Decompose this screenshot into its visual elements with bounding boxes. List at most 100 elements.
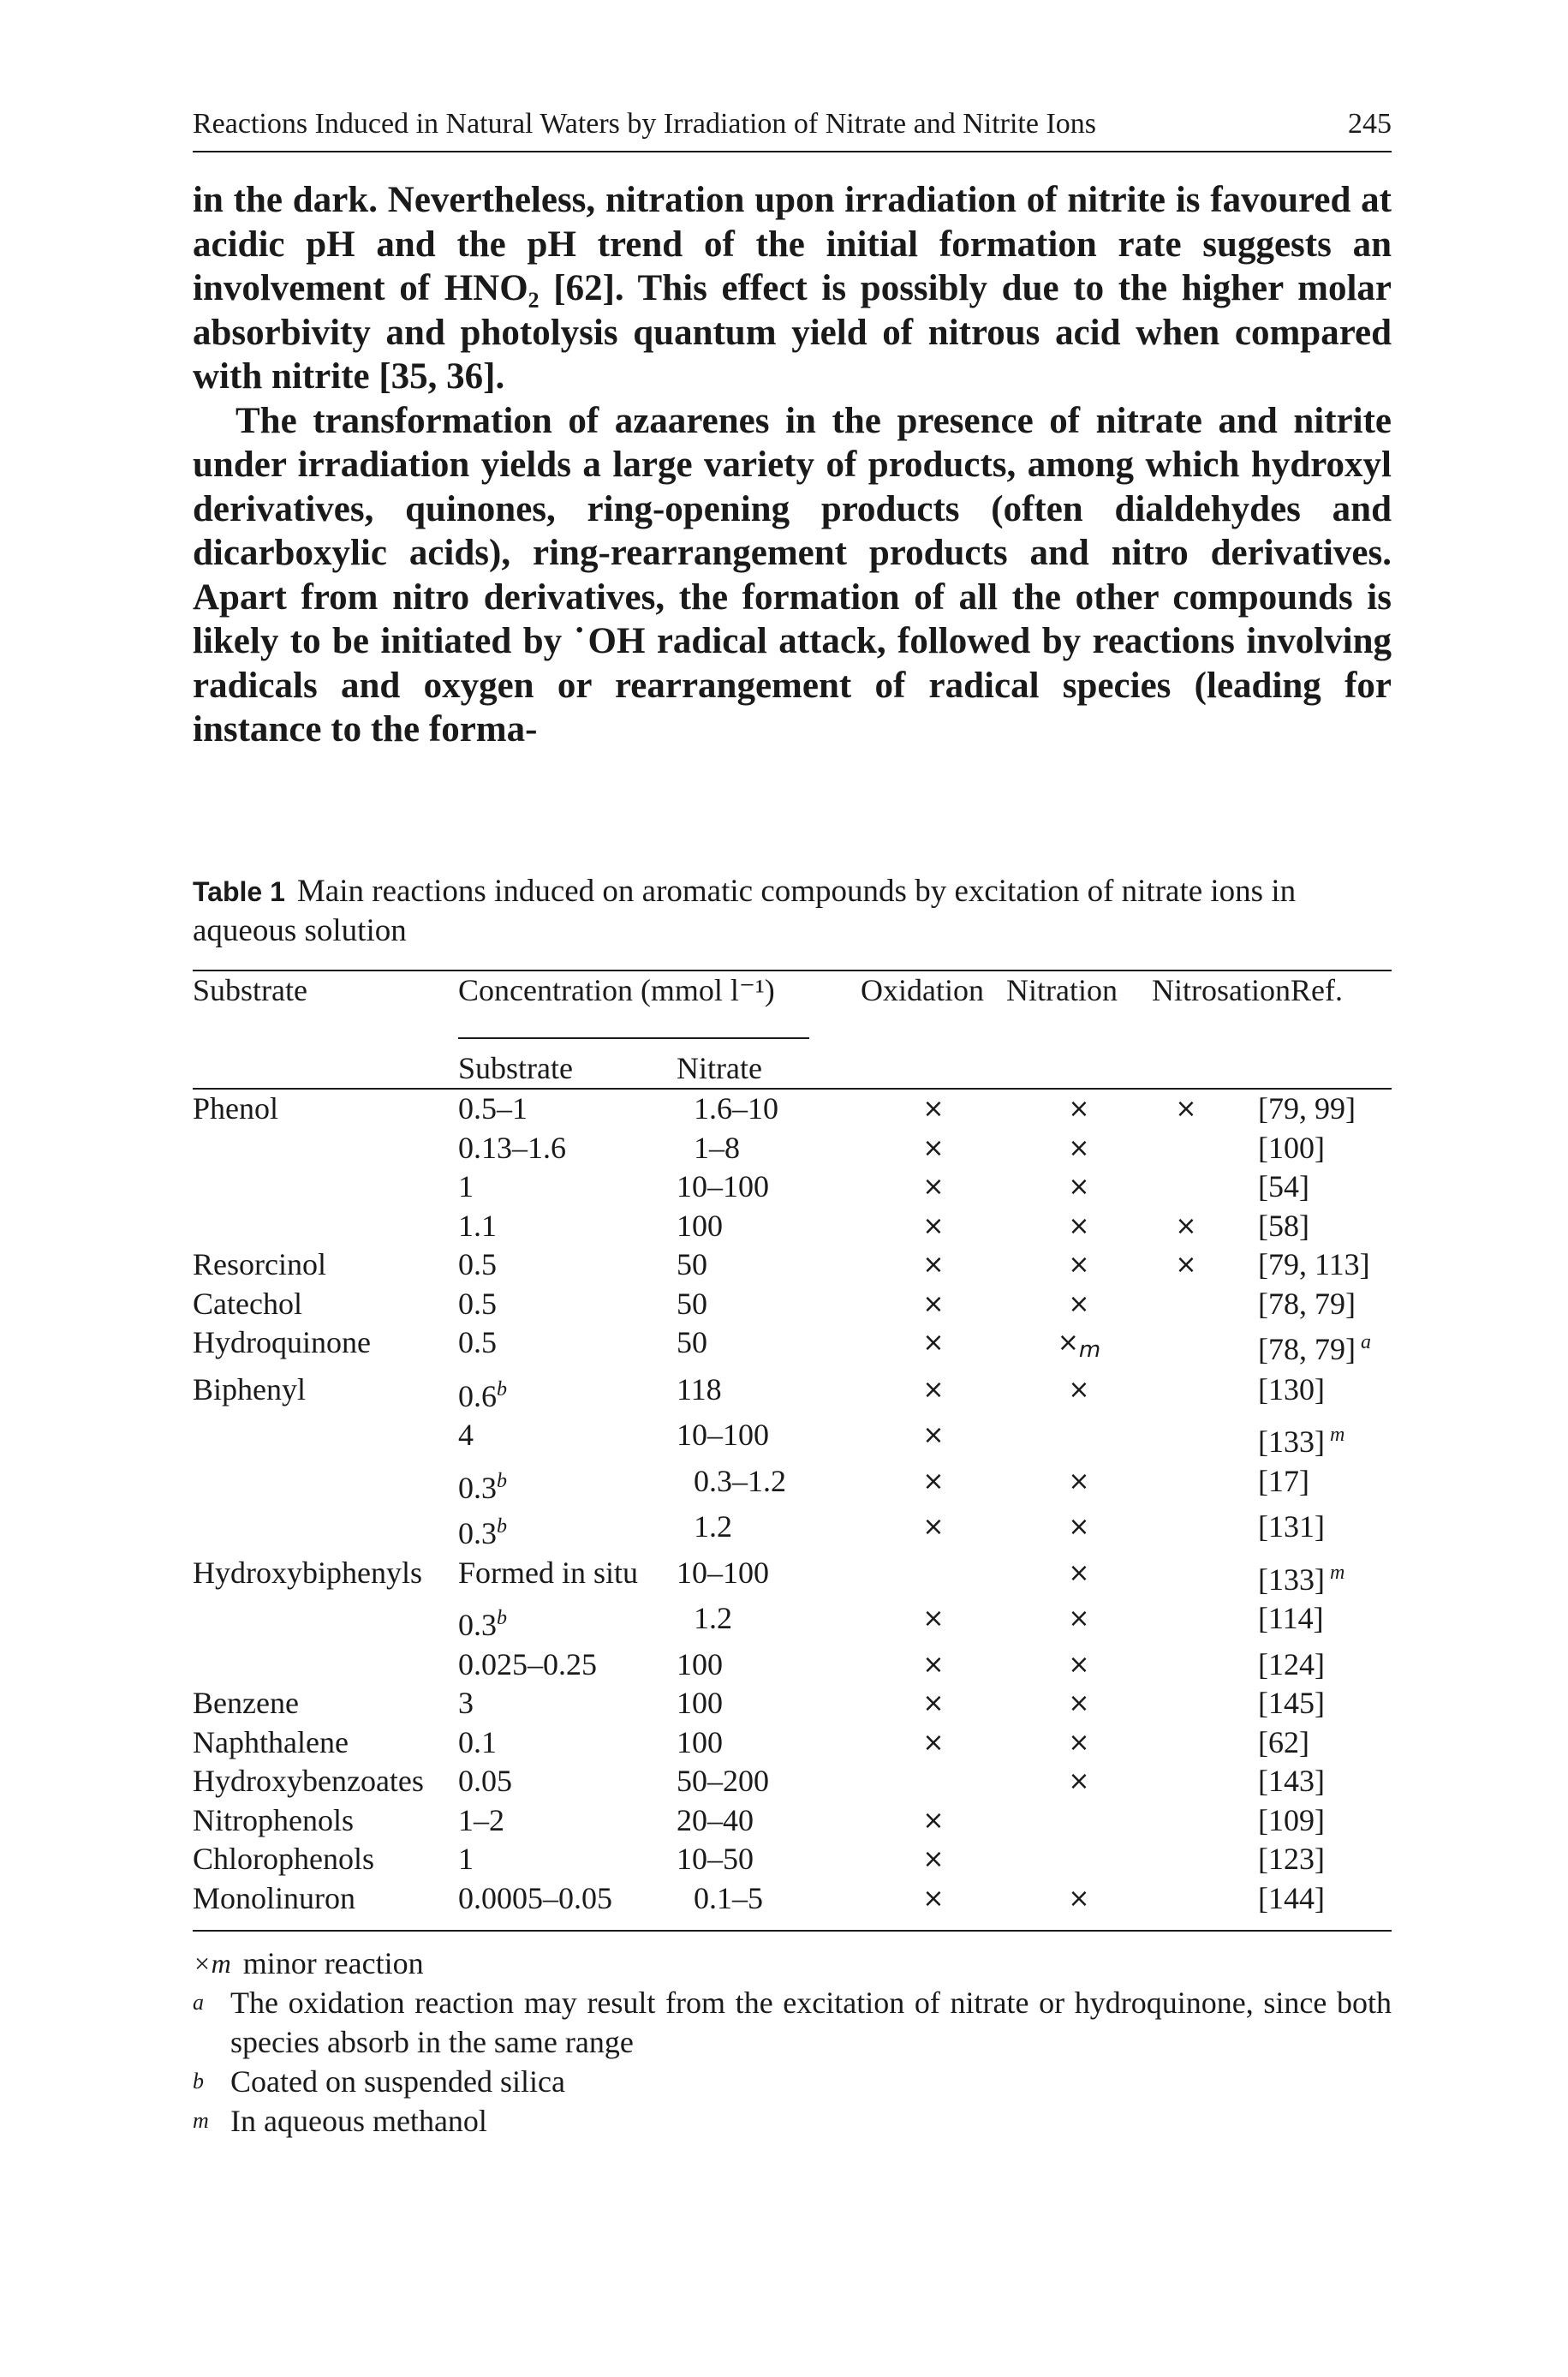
cell-conc-substrate: 1: [458, 1840, 677, 1879]
cell-conc-nitrate: 1.2: [677, 1599, 861, 1645]
cell-substrate-value: Nitrophenols: [193, 1802, 354, 1837]
header-concentration: Concentration (mmol l⁻¹): [458, 972, 775, 1007]
cell-ref-value: [79, 99]: [1258, 1091, 1356, 1126]
header-nitrosation-ref-cell: NitrosationRef.: [1152, 971, 1392, 1049]
cell-substrate: [193, 1207, 458, 1246]
cell-substrate: Chlorophenols: [193, 1840, 458, 1879]
cell-ref-value: [144]: [1258, 1880, 1325, 1915]
cell-conc-nitrate: 1–8: [677, 1129, 861, 1168]
cell-conc-substrate: 1–2: [458, 1801, 677, 1841]
cell-oxidation-value: ×: [922, 1210, 945, 1241]
cell-substrate: [193, 1168, 458, 1207]
cell-conc-substrate: 0.05: [458, 1762, 677, 1801]
cell-conc-nitrate-value: 50: [677, 1325, 707, 1359]
footnote-symbol: a: [193, 1990, 204, 2015]
cell-oxidation: ×: [861, 1323, 1006, 1371]
cell-conc-substrate: 0.3b: [458, 1599, 677, 1645]
cell-nitration: ×: [1006, 1090, 1152, 1129]
cell-nitrosation: [1152, 1801, 1220, 1841]
cell-ref-value: [130]: [1258, 1371, 1325, 1406]
header-conc-nitrate: Nitrate: [677, 1050, 762, 1085]
cell-conc-nitrate: 10–100: [677, 1168, 861, 1207]
table-caption-label: Table 1: [193, 875, 285, 907]
cell-conc-substrate-value: 0.025–0.25: [458, 1646, 597, 1681]
cell-oxidation: ×: [861, 1090, 1006, 1129]
cell-ref: [100]: [1220, 1129, 1392, 1168]
cell-conc-substrate-value: 1: [458, 1169, 474, 1203]
page: Reactions Induced in Natural Waters by I…: [193, 103, 1392, 2141]
cell-nitrosation: [1152, 1723, 1220, 1763]
cell-oxidation: ×: [861, 1599, 1006, 1645]
cell-nitration: ×: [1006, 1684, 1152, 1723]
footnote-text: Coated on suspended silica: [230, 2064, 565, 2099]
cell-nitration: ×: [1006, 1723, 1152, 1763]
cell-nitration-value: ×: [1068, 1374, 1090, 1405]
cell-conc-nitrate: 100: [677, 1207, 861, 1246]
cell-ref: [79, 113]: [1220, 1245, 1392, 1285]
cell-nitration: ×: [1006, 1371, 1152, 1417]
table-top-rule: [193, 969, 1392, 971]
header-ref: Ref.: [1290, 972, 1343, 1007]
cell-substrate: Resorcinol: [193, 1245, 458, 1285]
cell-conc-substrate: 0.13–1.6: [458, 1129, 677, 1168]
cell-nitration: ×: [1006, 1245, 1152, 1285]
table-caption-text: Main reactions induced on aromatic compo…: [193, 873, 1297, 948]
cell-nitration-value: ×: [1068, 1172, 1090, 1202]
cell-nitration-value: ×: [1068, 1094, 1090, 1124]
cell-substrate-value: Monolinuron: [193, 1880, 356, 1915]
footnote-text: In aqueous methanol: [230, 2104, 487, 2138]
cell-ref: [145]: [1220, 1684, 1392, 1723]
cell-ref: [143]: [1220, 1762, 1392, 1801]
cell-ref-value: [145]: [1258, 1686, 1325, 1720]
cell-oxidation-value: ×: [922, 1727, 945, 1758]
cell-oxidation: ×: [861, 1207, 1006, 1246]
cell-oxidation-value: ×: [922, 1805, 945, 1836]
cell-conc-nitrate: 100: [677, 1645, 861, 1685]
cell-nitration-value: ×: [1068, 1250, 1090, 1280]
footnote-marker: b: [497, 1515, 507, 1538]
cell-oxidation: ×: [861, 1129, 1006, 1168]
cell-conc-substrate-value: 1.1: [458, 1208, 497, 1243]
cell-ref: [123]: [1220, 1840, 1392, 1879]
cell-nitration-value: ×: [1068, 1766, 1090, 1796]
header-nitration: Nitration: [1006, 972, 1118, 1007]
cell-ref: [124]: [1220, 1645, 1392, 1685]
running-head-title: Reactions Induced in Natural Waters by I…: [193, 108, 1097, 140]
cell-ref: [144]: [1220, 1879, 1392, 1919]
cell-conc-substrate: 0.0005–0.05: [458, 1879, 677, 1919]
table-bottom-rule: [193, 1930, 1392, 1932]
cell-oxidation: ×: [861, 1508, 1006, 1554]
cell-substrate-value: Catechol: [193, 1286, 302, 1321]
cell-substrate: Hydroquinone: [193, 1323, 458, 1371]
cell-nitration-value: ×: [1068, 1727, 1090, 1758]
cell-conc-nitrate-value: 0.1–5: [694, 1880, 763, 1915]
running-head: Reactions Induced in Natural Waters by I…: [193, 103, 1392, 152]
cell-ref-value: [58]: [1258, 1208, 1309, 1243]
cell-conc-nitrate-value: 10–100: [677, 1418, 769, 1452]
cell-conc-substrate-value: 0.1: [458, 1724, 497, 1759]
cell-conc-nitrate: 50–200: [677, 1762, 861, 1801]
cell-ref-value: [54]: [1258, 1169, 1309, 1203]
cell-conc-nitrate-value: 10–50: [677, 1842, 754, 1876]
cell-conc-nitrate: 1.2: [677, 1508, 861, 1554]
cell-conc-nitrate-value: 50: [677, 1247, 707, 1281]
cell-conc-substrate-value: 0.05: [458, 1764, 512, 1798]
footnote-marker: b: [497, 1469, 507, 1492]
cell-nitration-value: ×: [1068, 1557, 1090, 1588]
cell-ref: [131]: [1220, 1508, 1392, 1554]
cell-conc-nitrate-value: 10–100: [677, 1555, 769, 1590]
cell-oxidation: ×: [861, 1879, 1006, 1919]
cell-nitration: ×: [1006, 1762, 1152, 1801]
cell-substrate-value: Hydroxybiphenyls: [193, 1555, 422, 1590]
cell-conc-nitrate-value: 1.6–10: [694, 1091, 778, 1126]
cell-nitrosation: [1152, 1285, 1220, 1324]
